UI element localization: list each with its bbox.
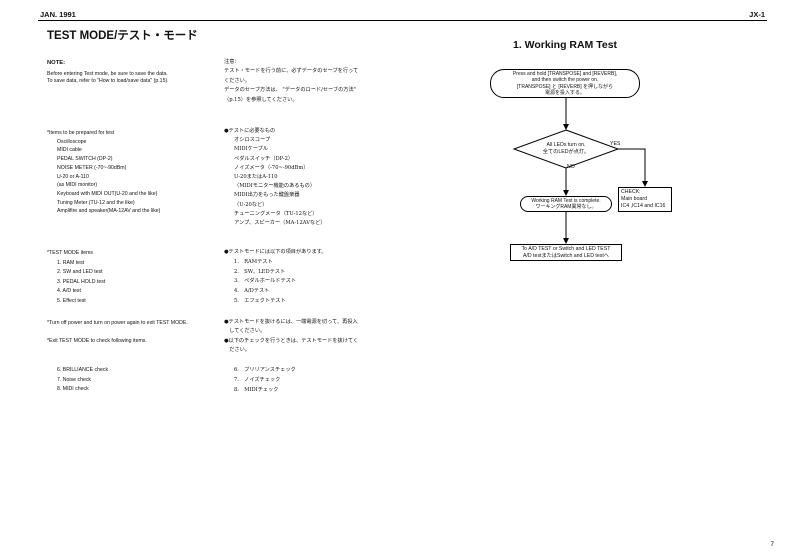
note-en: NOTE: Before entering Test mode, be sure… [47,60,169,86]
test-mode-item-en: 5. Effect test [57,297,86,304]
exit-notes-jp-line: ●以下のチェックを行うときは、テストモードを抜けてく [224,337,359,344]
flow-complete-line: Working RAM Test is complete. [531,198,601,204]
items-prepared-en-item: PEDAL SWITCH (DP-2) [57,156,113,163]
note-jp-line: （p.15）を参照してください。 [224,96,298,103]
no-label: NO [567,164,575,170]
flow-complete-box: Working RAM Test is complete. ワーキングRAM異常… [520,196,612,212]
exit-notes-jp-line: してください。 [224,328,266,335]
header-model: JX-1 [749,10,765,19]
flow-start-line: and then switch the power on. [531,77,599,84]
test-mode-item-jp: 5. エフェクトテスト [234,297,286,304]
items-prepared-jp-item: オシロスコープ [234,137,271,144]
test-mode-items-en: *TEST MODE items 1. RAM test 2. SW and L… [47,249,105,307]
test-mode-item-en: 2. SW and LED test [57,269,103,276]
check-box-line: Main board [621,196,647,202]
check-item-en: 7. Noise check [57,376,92,383]
exit-notes-jp-line: ●テストモードを抜けるには、一端電源を切って、再投入 [224,319,358,325]
decision-text: All LEDs turn on. 全てのLEDが点灯。 [536,142,596,155]
items-prepared-jp-item: MIDIケーブル [234,146,269,153]
items-prepared-en-item: U-20 or A-110 [57,173,89,180]
items-prepared-en-item: NOISE METER (-70~-90dBm) [57,164,127,171]
exit-check-note: *Exit TEST MODE to check following items… [47,338,147,344]
flow-start-line: 電源を投入する。 [544,90,585,97]
test-mode-items-en-heading: *TEST MODE items [47,250,94,256]
check-item-jp: 8. MIDIチェック [234,386,279,393]
items-prepared-jp-heading: ●テストに必要なもの [224,128,276,134]
exit-power-note: *Turn off power and turn on power again … [47,320,188,326]
note-jp: 注意： テスト・モードを行う前に、必ずデータのセーブを行って ください。 データ… [224,58,358,105]
items-prepared-en-item: Amplifire and speaker(MA-12AV and the li… [57,208,161,215]
check-item-jp: 6. ブリリアンスチェック [234,367,296,373]
arrow-yes [618,148,648,187]
items-prepared-en-item: Oscilloscope [57,138,87,145]
note-en-line: Before entering Test mode, be sure to sa… [47,70,168,77]
checks-en: 6. BRILLIANCE check 7. Noise check 8. MI… [47,366,108,395]
test-mode-item-jp: 2. SW、LEDテスト [234,268,286,275]
checks-jp: 6. ブリリアンスチェック 7. ノイズチェック 8. MIDIチェック [224,366,296,395]
test-mode-item-jp: 3. ペダルホールドテスト [234,278,297,285]
test-mode-item-en: 3. PEDAL HOLD test [57,278,106,285]
test-mode-item-jp: 1. RAMテスト [234,258,273,265]
note-en-heading: NOTE: [47,60,66,66]
note-en-line: To save data, refer to "How to load/save… [47,78,169,85]
note-jp-heading: 注意： [224,59,240,65]
items-prepared-jp-item: アンプ、スピーカー（MA-12AVなど） [234,220,326,227]
test-mode-items-jp: ●テストモードには以下の項目があります。 1. RAMテスト 2. SW、LED… [224,248,327,307]
test-mode-items-jp-heading: ●テストモードには以下の項目があります。 [224,249,327,255]
check-item-en: 6. BRILLIANCE check [57,367,109,373]
check-box-line: IC4 ,IC14 and IC16 [621,203,666,209]
page-title: TEST MODE/テスト・モード [47,30,198,42]
test-mode-item-en: 4. A/D test [57,288,81,295]
items-prepared-en: *Items to be prepared for test Oscillosc… [47,129,160,216]
test-mode-item-jp: 4. A/Dテスト [234,288,270,295]
items-prepared-jp-item: ノイズメータ（-70~-90dBm） [234,164,309,171]
items-prepared-en-item: (as MIDI monitor) [57,182,98,189]
flow-start-box: Press and hold [TRANSPOSE] and [REVERB],… [490,69,640,98]
items-prepared-jp-item: （U-20など） [234,201,268,208]
decision-line: All LEDs turn on. [546,142,586,148]
page-number: 7 [770,541,774,548]
header-date: JAN. 1991 [40,10,76,19]
flow-next-line: A/D testまたはSwitch and LED testへ [523,252,609,259]
items-prepared-jp-item: MIDI出力をもった鍵盤楽器 [234,192,300,199]
flow-start-line: Press and hold [TRANSPOSE] and [REVERB], [512,71,618,77]
check-item-en: 8. MIDI check [57,386,89,393]
note-jp-line: ください。 [224,77,250,84]
check-box-line: CHECK: [621,189,641,195]
test-mode-item-en: 1. RAM test [57,259,85,266]
note-jp-line: データのセーブ方法は、 "データのロード/セーブの方法" [224,87,357,94]
check-item-jp: 7. ノイズチェック [234,376,281,383]
decision-line: 全てのLEDが点灯。 [542,148,590,155]
check-box: CHECK: Main board IC4 ,IC14 and IC16 [618,187,672,212]
items-prepared-en-item: Tuning Meter (TU-12 and the like) [57,199,135,206]
flow-next-line: To A/D TEST or Switch and LED TEST [521,246,611,252]
flowchart-title: 1. Working RAM Test [513,39,618,51]
items-prepared-jp-item: U-20またはA-110 [234,174,278,181]
note-jp-line: テスト・モードを行う前に、必ずデータのセーブを行って [224,68,359,75]
flow-complete-line: ワーキングRAM異常なし。 [535,204,597,211]
flow-start-line: [TRANSPOSE] と [REVERB] を押しながら [516,83,614,90]
items-prepared-jp: ●テストに必要なもの オシロスコープ MIDIケーブル ペダルスイッチ（DP-2… [224,127,326,228]
yes-label: YES [610,141,621,147]
items-prepared-jp-item: チューニングメータ（TU-12など） [234,210,318,217]
exit-notes-jp: ●テストモードを抜けるには、一端電源を切って、再投入 してください。 ●以下のチ… [224,318,358,356]
items-prepared-en-item: MIDI cable [57,147,82,154]
items-prepared-en-heading: *Items to be prepared for test [47,130,115,136]
header-rule [38,20,767,21]
exit-notes-jp-line: ださい。 [224,347,250,354]
flow-next-box: To A/D TEST or Switch and LED TEST A/D t… [510,244,622,261]
items-prepared-jp-item: ペダルスイッチ（DP-2） [234,155,294,162]
items-prepared-en-item: Keyboard with MIDI OUT(U-20 and the like… [57,190,158,197]
items-prepared-jp-item: （MIDIモニター機能のあるもの） [234,183,316,190]
